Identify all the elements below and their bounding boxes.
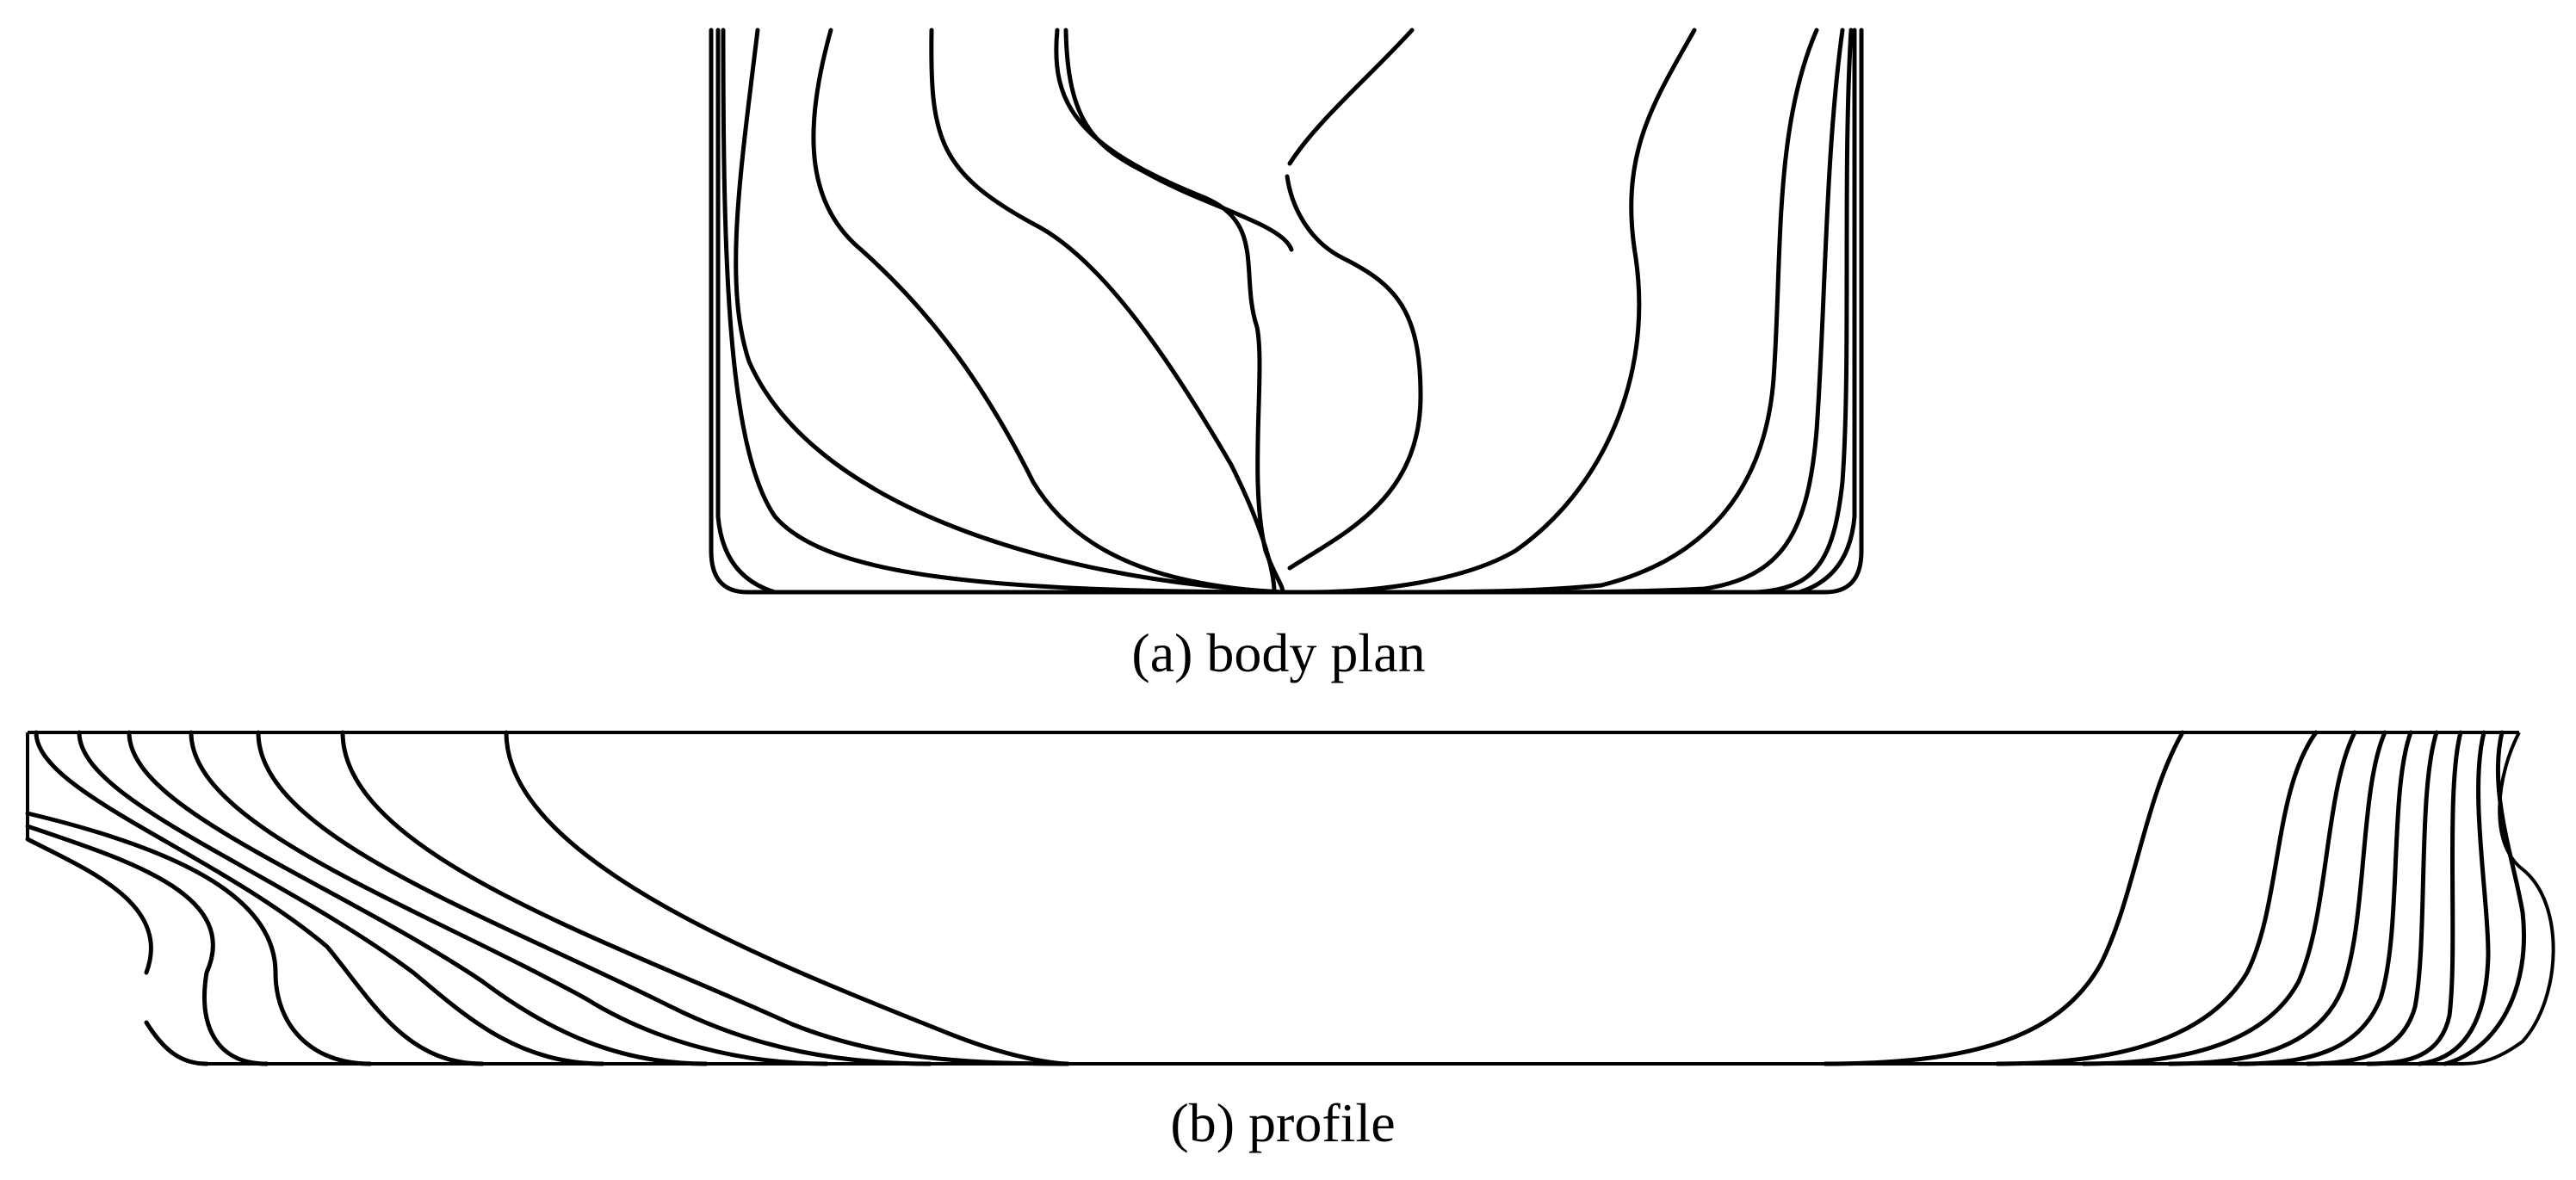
profile-caption: (b) profile bbox=[1170, 1092, 1395, 1153]
body-plan-section-aft-3 bbox=[811, 28, 1277, 595]
body-plan-section-fwd-1 bbox=[1287, 28, 1415, 166]
profile-line-fwd-7 bbox=[2365, 730, 2463, 1066]
profile-stern-contour-3 bbox=[25, 824, 269, 1066]
body-plan-section-fwd-4 bbox=[1375, 28, 1819, 595]
profile-line-fwd-9 bbox=[2443, 730, 2526, 1066]
body-plan-outline bbox=[709, 28, 1864, 595]
body-plan-section-fwd-6 bbox=[1754, 28, 1854, 595]
profile-stern-contour-4 bbox=[25, 811, 373, 1066]
profile-stern-contour-1 bbox=[25, 837, 153, 975]
profile-line-fwd-1 bbox=[1823, 730, 2185, 1066]
profile-line-aft-3 bbox=[127, 730, 709, 1066]
body-plan-section-aft-2 bbox=[734, 28, 1285, 595]
profile-line-aft-5 bbox=[256, 730, 932, 1066]
profile-line-fwd-2 bbox=[1995, 730, 2319, 1066]
body-plan-section-fwd-3 bbox=[1306, 28, 1697, 595]
profile-line-aft-2 bbox=[77, 730, 605, 1066]
body-plan-section-fwd-5 bbox=[1513, 28, 1845, 595]
profile-line-fwd-4 bbox=[2167, 730, 2387, 1066]
body-plan-section-fwd-2 bbox=[1285, 174, 1423, 571]
profile-line-fwd-8 bbox=[2417, 730, 2491, 1066]
profile-line-aft-7 bbox=[504, 730, 1070, 1066]
profile-line-aft-1 bbox=[34, 730, 485, 1066]
body-plan-drawing bbox=[709, 28, 1864, 595]
body-plan-caption: (a) body plan bbox=[1131, 622, 1425, 683]
profile-drawing bbox=[25, 730, 2555, 1066]
profile-bow-outline bbox=[2461, 732, 2555, 1066]
body-plan-section-aft-6 bbox=[1063, 28, 1294, 252]
body-plan-section-aft-4 bbox=[929, 28, 1277, 595]
body-plan-inner-left-side bbox=[715, 28, 777, 595]
profile-line-fwd-6 bbox=[2305, 730, 2439, 1066]
body-plan-section-aft-1 bbox=[721, 28, 1294, 595]
profile-line-aft-6 bbox=[340, 730, 1070, 1066]
profile-stern-contour-2 bbox=[144, 1020, 209, 1066]
profile-line-fwd-3 bbox=[2081, 730, 2357, 1066]
profile-line-aft-4 bbox=[189, 730, 829, 1066]
profile-line-fwd-5 bbox=[2236, 730, 2413, 1066]
body-plan-inner-right-side bbox=[1797, 28, 1857, 595]
